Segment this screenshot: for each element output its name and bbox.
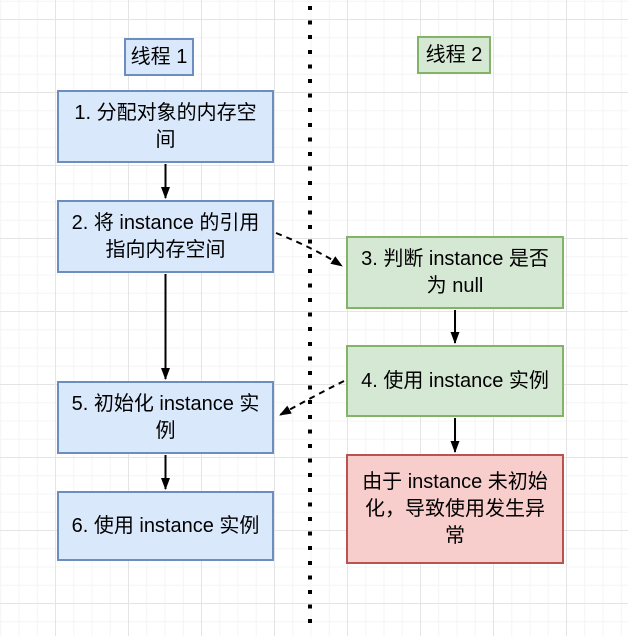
node-label: 1. 分配对象的内存空 间 <box>74 101 257 151</box>
flow-node-step3: 3. 判断 instance 是否 为 null <box>346 236 564 309</box>
node-label: 由于 instance 未初始 化，导致使用发生异 常 <box>362 470 548 547</box>
thread1-label: 线程 1 <box>130 46 188 68</box>
node-label: 6. 使用 instance 实例 <box>71 514 260 537</box>
edge-step4-step5-dashed <box>279 380 345 416</box>
flow-node-step2: 2. 将 instance 的引用 指向内存空间 <box>57 200 274 273</box>
thread2-label: 线程 2 <box>425 44 483 66</box>
node-label: 5. 初始化 instance 实 例 <box>71 392 260 442</box>
flow-node-error: 由于 instance 未初始 化，导致使用发生异 常 <box>346 454 564 564</box>
node-label: 2. 将 instance 的引用 指向内存空间 <box>71 211 260 261</box>
flow-node-step1: 1. 分配对象的内存空 间 <box>57 90 274 163</box>
node-label: 3. 判断 instance 是否 为 null <box>361 247 549 297</box>
thread-divider-dotted-line <box>308 6 312 634</box>
flow-node-step6: 6. 使用 instance 实例 <box>57 491 274 561</box>
node-label: 4. 使用 instance 实例 <box>361 369 549 392</box>
thread1-header: 线程 1 <box>124 38 194 76</box>
flow-node-step4: 4. 使用 instance 实例 <box>346 345 564 417</box>
flow-node-step5: 5. 初始化 instance 实 例 <box>57 381 274 454</box>
thread2-header: 线程 2 <box>417 36 491 74</box>
